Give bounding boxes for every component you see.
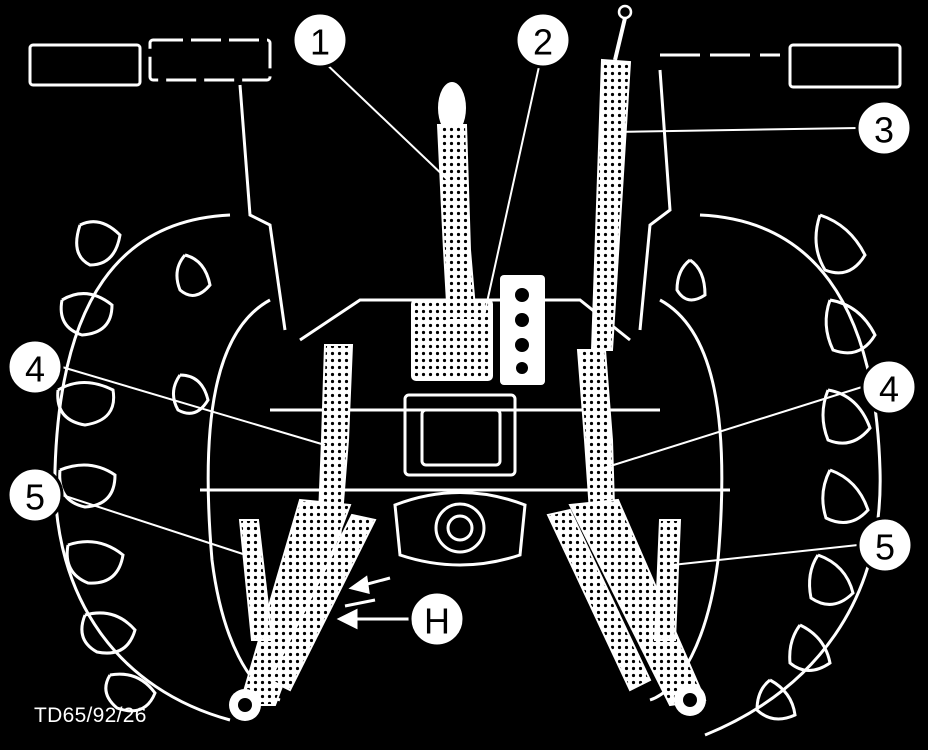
callout-1: 1	[291, 11, 349, 69]
top-link	[436, 82, 478, 321]
lift-rod-adjuster	[590, 4, 633, 351]
callout-5-left: 5	[6, 466, 64, 524]
lower-link-right	[546, 498, 707, 716]
callout-2: 2	[514, 11, 572, 69]
stabilizer-right	[653, 519, 682, 641]
top-link-bracket	[411, 275, 545, 385]
callout-3: 3	[855, 99, 913, 157]
left-rear-tire	[53, 213, 281, 722]
callout-h-label: H	[424, 601, 450, 642]
stabilizer-left	[238, 519, 274, 641]
figure-reference: TD65/92/26	[34, 704, 147, 727]
pto-shaft	[393, 491, 527, 567]
callout-h: H	[408, 590, 466, 648]
callout-3-label: 3	[874, 110, 894, 151]
callout-5-left-label: 5	[25, 477, 45, 518]
lower-link-left	[229, 498, 377, 721]
hole-position-arrows	[336, 575, 410, 630]
callout-4-left-label: 4	[25, 349, 45, 390]
callout-2-label: 2	[533, 22, 553, 63]
callout-4-right-label: 4	[879, 369, 899, 410]
tractor-cab	[28, 38, 902, 331]
callout-4-right: 4	[860, 358, 918, 416]
callout-5-right: 5	[856, 516, 914, 574]
callout-4-left: 4	[6, 338, 64, 396]
leader-lines	[61, 57, 863, 566]
callout-1-label: 1	[310, 22, 330, 63]
callout-5-right-label: 5	[875, 527, 895, 568]
